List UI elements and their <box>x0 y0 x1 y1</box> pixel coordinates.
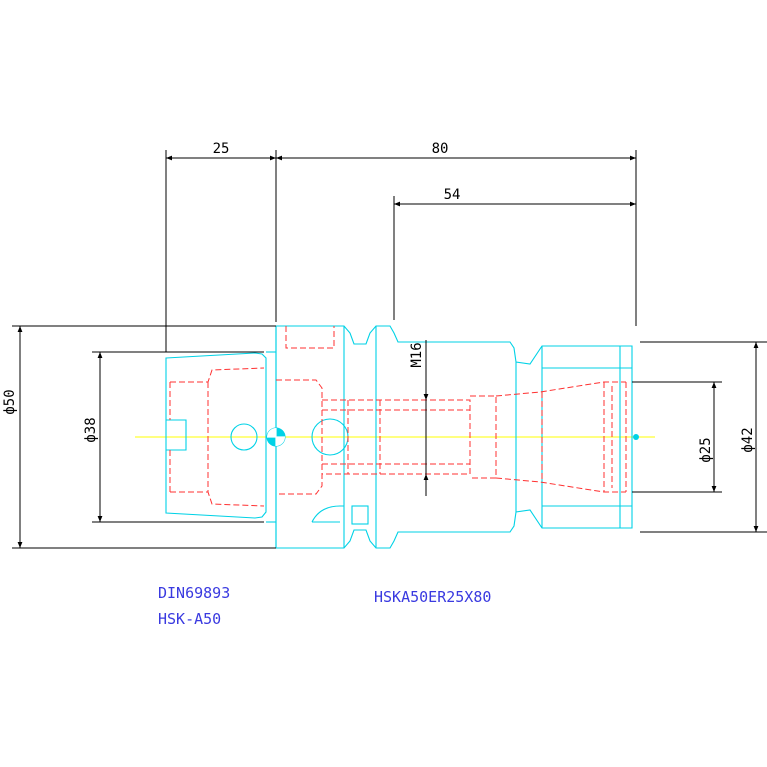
dim-phi42-label: ф42 <box>740 427 756 452</box>
hidden-internal-geometry <box>169 326 627 507</box>
dim-80-label: 80 <box>432 141 449 157</box>
interface-label: HSK-A50 <box>158 610 222 628</box>
part-number-label: HSKA50ER25X80 <box>374 588 492 606</box>
dim-54-label: 54 <box>444 187 461 203</box>
dim-phi50-label: ф50 <box>2 389 18 414</box>
dim-m16-label: M16 <box>409 342 425 367</box>
center-marks <box>266 427 639 447</box>
flange-body-outline <box>275 325 633 549</box>
standard-label: DIN69893 <box>158 584 231 602</box>
dim-25-label: 25 <box>213 141 230 157</box>
dimension-lines <box>12 150 767 549</box>
dim-phi25-label: ф25 <box>698 437 714 462</box>
dim-phi38-label: ф38 <box>83 417 99 442</box>
